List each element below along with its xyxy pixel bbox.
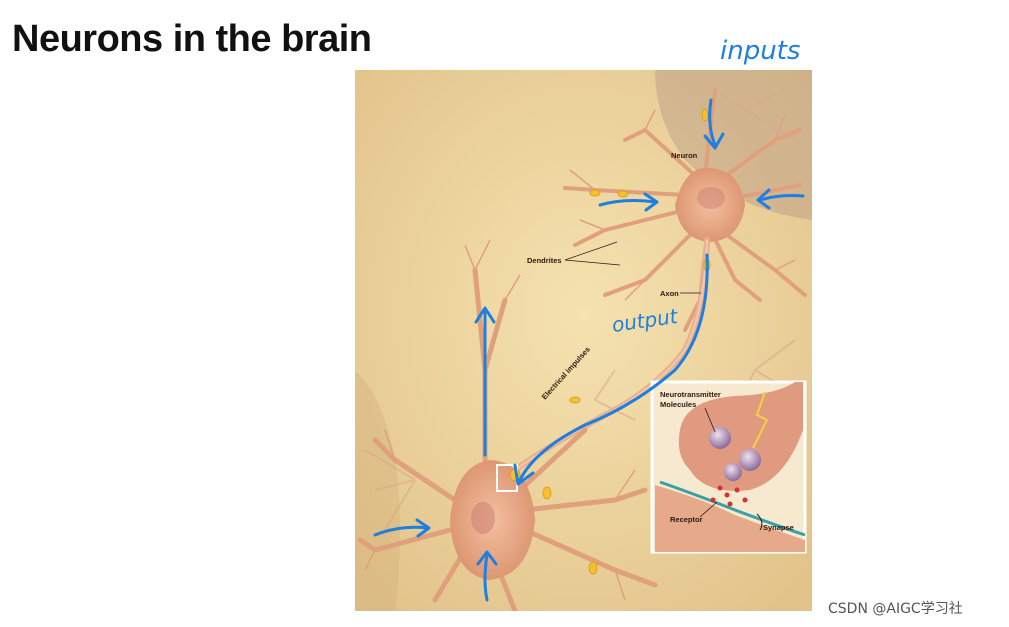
watermark: CSDN @AIGC学习社 bbox=[828, 601, 963, 617]
lower-neuron-fine-branches bbox=[364, 239, 636, 601]
postsynaptic-membrane bbox=[655, 485, 805, 552]
annotation-arrows bbox=[373, 98, 805, 602]
upper-right-shadow bbox=[655, 70, 812, 220]
lower-input-arrow-bottom bbox=[483, 553, 489, 602]
label-molecules: Molecules bbox=[660, 400, 696, 409]
input-arrow-left-head bbox=[643, 192, 659, 212]
upper-neuron-nucleus bbox=[697, 187, 725, 209]
input-arrow-left bbox=[598, 199, 657, 207]
neurotransmitter-molecules bbox=[710, 485, 748, 507]
vesicle bbox=[724, 463, 742, 481]
synapse-inset: Neurotransmitter Molecules Receptor Syna… bbox=[650, 380, 807, 554]
lower-input-arrow-left-head bbox=[415, 518, 431, 538]
input-arrow-right bbox=[758, 194, 805, 202]
receptor-line bbox=[659, 480, 806, 537]
slide-title: Neurons in the brain bbox=[12, 18, 372, 60]
input-arrow-top bbox=[708, 98, 717, 147]
upper-neuron-fine-branches bbox=[569, 109, 796, 301]
dendrites-pointer-2 bbox=[564, 259, 621, 266]
label-neurotransmitter: Neurotransmitter bbox=[660, 390, 721, 399]
presynaptic-terminal bbox=[678, 382, 803, 491]
label-dendrites: Dendrites bbox=[527, 256, 562, 265]
label-receptor: Receptor bbox=[670, 515, 703, 524]
label-neuron: Neuron bbox=[671, 151, 698, 160]
receptor-pointer bbox=[699, 501, 718, 518]
vesicle bbox=[709, 427, 731, 449]
dendrites-pointer bbox=[564, 241, 618, 261]
impulse-zigzag bbox=[752, 391, 769, 449]
inputs-annotation-overlay: inputs bbox=[720, 36, 801, 66]
synapse-bracket bbox=[756, 513, 763, 531]
label-synapse: Synapse bbox=[763, 523, 794, 532]
lower-input-arrow-bottom-head bbox=[476, 550, 498, 566]
upward-arrow-head bbox=[474, 306, 496, 324]
vesicle bbox=[739, 449, 761, 471]
lower-input-arrow-left bbox=[373, 525, 429, 537]
neuron-illustration: Neurotransmitter Molecules Receptor Syna… bbox=[355, 70, 812, 611]
output-arrow-head bbox=[513, 463, 535, 486]
input-arrow-right-head bbox=[756, 188, 771, 210]
label-axon: Axon bbox=[660, 289, 679, 298]
neurotransmitter-pointer bbox=[704, 407, 716, 433]
lower-left-shadow bbox=[355, 370, 400, 611]
lower-neuron-nucleus bbox=[471, 502, 495, 534]
output-arrow bbox=[518, 253, 709, 482]
input-arrow-top-head bbox=[703, 132, 725, 150]
